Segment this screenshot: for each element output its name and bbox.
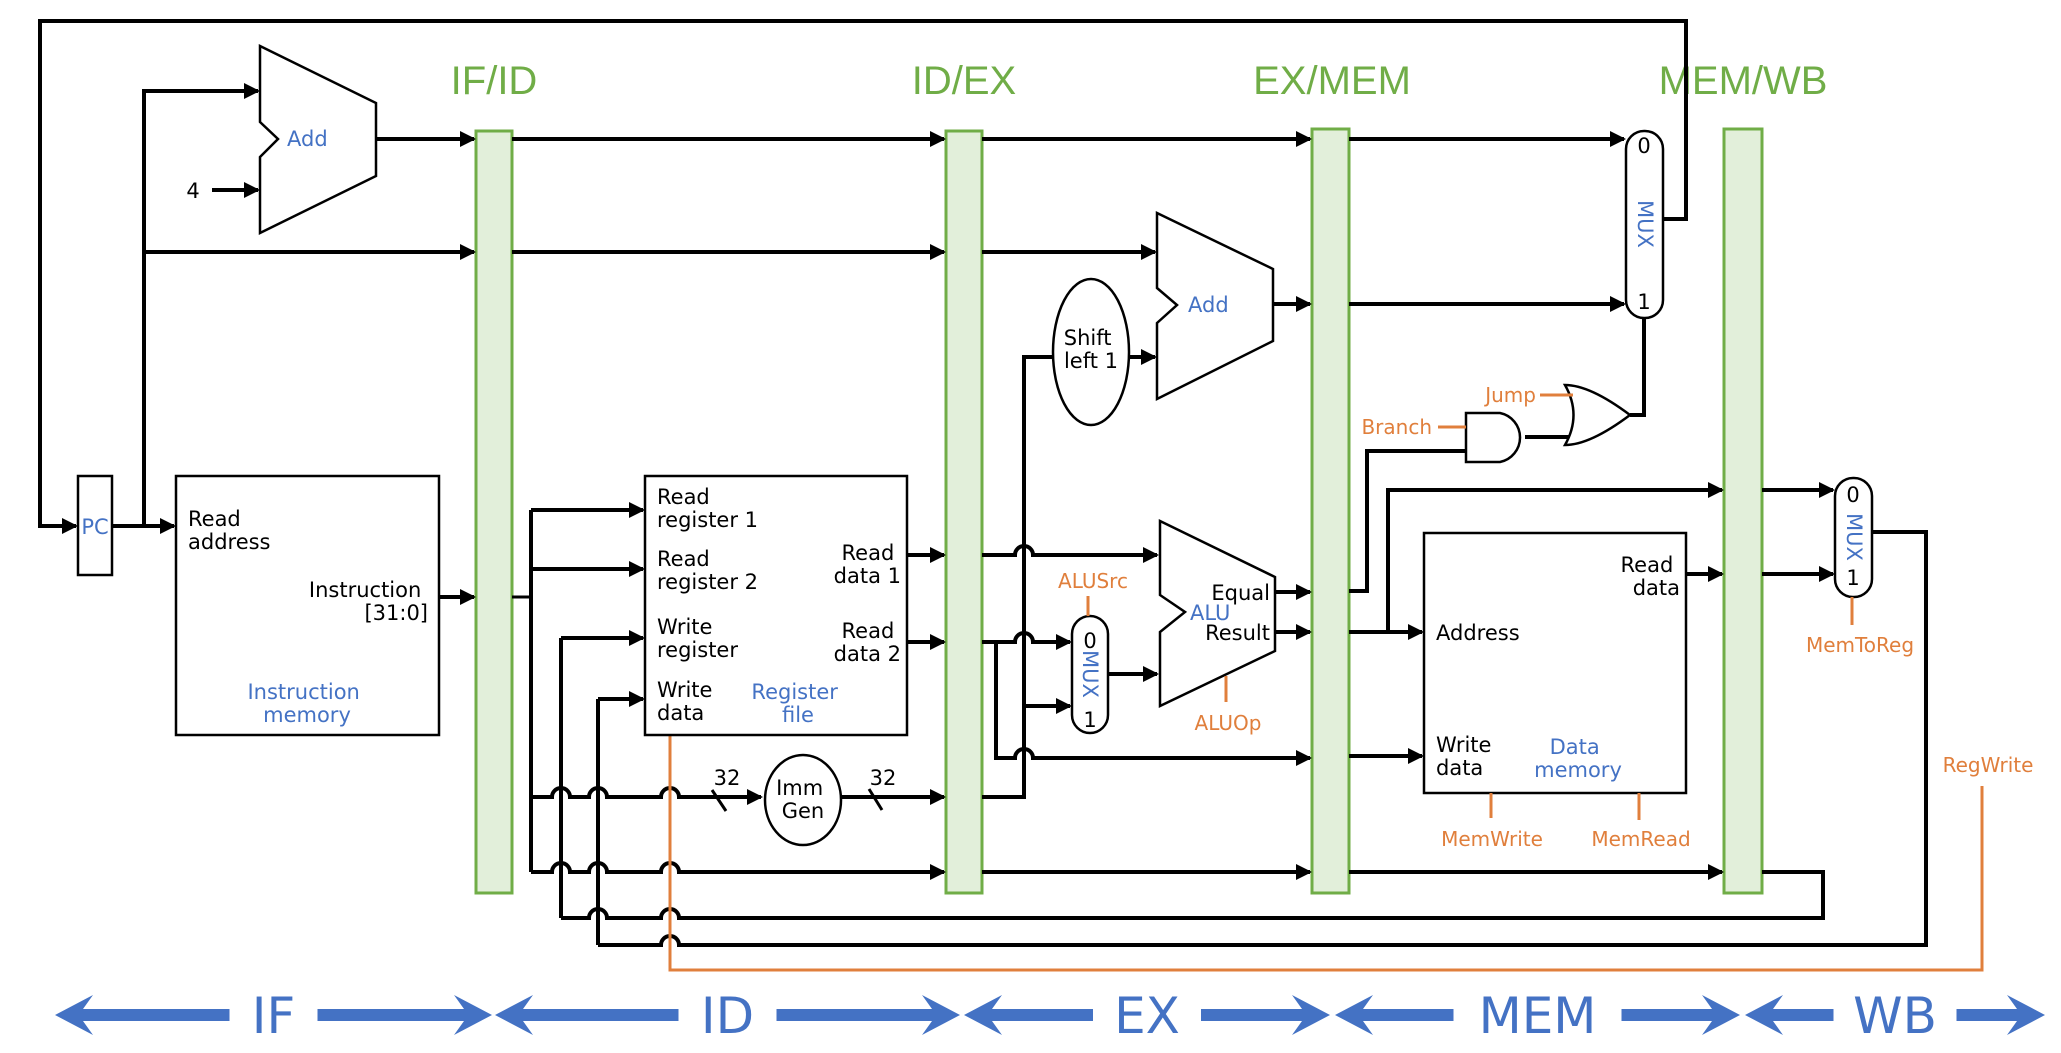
stage-arrow-left-ex bbox=[964, 995, 1093, 1035]
rf-read-register-1: Read register 1 bbox=[657, 485, 758, 532]
id-ex-register bbox=[944, 129, 984, 895]
pc-adder-label: Add bbox=[287, 127, 328, 151]
rf-read-data-2: Read data 2 bbox=[834, 619, 901, 666]
wb-mux-label: MUX bbox=[1842, 513, 1866, 561]
alu-mux-in1: 1 bbox=[1083, 708, 1096, 732]
bus-width-mark-in bbox=[710, 789, 728, 812]
stage-arrow-right-mem bbox=[1621, 995, 1740, 1035]
stage-arrow-right-ex bbox=[1201, 995, 1330, 1035]
rf-read-register-2: Read register 2 bbox=[657, 547, 758, 594]
dmem-title: Data memory bbox=[1534, 735, 1622, 782]
memtoreg-label: MemToReg bbox=[1806, 633, 1914, 657]
wire-equal-to-and bbox=[1349, 449, 1466, 593]
register-file bbox=[643, 474, 909, 737]
imem-instruction-label: Instruction [31:0] bbox=[309, 578, 428, 625]
stage-arrow-left-if bbox=[55, 995, 230, 1035]
alu-equal-label: Equal bbox=[1211, 581, 1270, 605]
stage-arrow-left-wb bbox=[1745, 995, 1834, 1035]
wire-writeback-data bbox=[598, 530, 1928, 947]
pc-adder bbox=[258, 43, 378, 236]
shift-left-1 bbox=[1051, 277, 1131, 427]
imm-gen bbox=[763, 753, 843, 847]
stage-label-id: ID bbox=[701, 987, 754, 1045]
pc-mux-in1: 1 bbox=[1637, 290, 1650, 314]
wire-imm-to-shift bbox=[982, 355, 1053, 799]
stage-indicator-row: IF ID EX MEM WB bbox=[55, 987, 2045, 1045]
stage-label-wb: WB bbox=[1853, 987, 1937, 1045]
alu-mux-label: MUX bbox=[1078, 650, 1102, 698]
pc-register bbox=[76, 474, 114, 577]
wb-mux-in1: 1 bbox=[1846, 566, 1859, 590]
alu bbox=[1158, 519, 1277, 708]
rf-write-data: Write data bbox=[657, 678, 719, 725]
imm-in-width: 32 bbox=[714, 766, 741, 790]
branch-adder-label: Add bbox=[1188, 293, 1229, 317]
wire-pcsrc bbox=[1630, 318, 1646, 417]
imm-out-width: 32 bbox=[870, 766, 897, 790]
stage-arrow-left-mem bbox=[1335, 995, 1454, 1035]
stage-arrow-right-id bbox=[776, 995, 960, 1035]
if-id-register bbox=[474, 129, 514, 895]
wire-read-data-2-to-exmem bbox=[994, 642, 1312, 766]
stage-label-mem: MEM bbox=[1479, 987, 1597, 1045]
mem-wb-label: MEM/WB bbox=[1659, 59, 1828, 103]
and-gate bbox=[1464, 411, 1522, 464]
stage-label-ex: EX bbox=[1114, 987, 1180, 1045]
rf-read-data-1: Read data 1 bbox=[834, 541, 901, 588]
dmem-address-label: Address bbox=[1436, 621, 1520, 645]
imem-title: Instruction memory bbox=[247, 680, 366, 727]
branch-adder bbox=[1155, 211, 1275, 402]
branch-label: Branch bbox=[1361, 415, 1432, 439]
ex-mem-register bbox=[1310, 127, 1351, 895]
wire-rd-to-idex bbox=[531, 861, 946, 880]
memread-label: MemRead bbox=[1591, 827, 1690, 851]
pc-mux-label: MUX bbox=[1633, 200, 1657, 248]
memwrite-label: MemWrite bbox=[1441, 827, 1543, 851]
or-gate bbox=[1562, 383, 1633, 447]
pc-label: PC bbox=[81, 515, 108, 539]
wb-mux-in0: 0 bbox=[1846, 483, 1859, 507]
alu-label: ALU bbox=[1190, 601, 1230, 625]
wire-pc-to-adder bbox=[142, 83, 260, 526]
regwrite-label: RegWrite bbox=[1943, 753, 2034, 777]
wire-writeback-register bbox=[561, 870, 1825, 920]
imem-read-address-label: Read address bbox=[188, 507, 271, 554]
wire-alu-result-to-memwb bbox=[1386, 482, 1724, 632]
ex-mem-label: EX/MEM bbox=[1253, 59, 1411, 103]
bus-width-mark-out bbox=[867, 788, 884, 811]
wire-regwrite bbox=[668, 735, 1984, 972]
mem-wb-register bbox=[1722, 127, 1764, 895]
instruction-memory bbox=[174, 474, 441, 737]
alu-result-label: Result bbox=[1205, 621, 1270, 645]
stage-label-if: IF bbox=[252, 987, 296, 1045]
wire-next-pc bbox=[38, 19, 1688, 534]
wire-alu-input-a bbox=[982, 544, 1159, 563]
pc-mux-in0: 0 bbox=[1637, 134, 1650, 158]
data-memory bbox=[1422, 531, 1688, 795]
shift-left-label: Shift left 1 bbox=[1064, 326, 1118, 373]
stage-arrow-right-wb bbox=[1956, 995, 2045, 1035]
dmem-read-data-label: Read data bbox=[1621, 553, 1680, 600]
stage-arrow-right-if bbox=[317, 995, 492, 1035]
pipeline-registers: IF/ID ID/EX EX/MEM MEM/WB bbox=[451, 59, 1828, 895]
rf-write-register: Write register bbox=[657, 615, 738, 662]
alu-mux-in0: 0 bbox=[1083, 629, 1096, 653]
dmem-write-data-label: Write data bbox=[1436, 733, 1498, 780]
wire-alu-mux-in0 bbox=[982, 631, 1072, 650]
const-four: 4 bbox=[186, 179, 199, 203]
alusrc-label: ALUSrc bbox=[1058, 569, 1128, 593]
rf-title: Register file bbox=[751, 680, 844, 727]
if-id-label: IF/ID bbox=[451, 59, 538, 103]
aluop-label: ALUOp bbox=[1195, 711, 1262, 735]
imm-gen-label: Imm Gen bbox=[776, 776, 830, 823]
jump-label: Jump bbox=[1483, 383, 1536, 407]
id-ex-label: ID/EX bbox=[912, 59, 1016, 103]
stage-arrow-left-id bbox=[495, 995, 679, 1035]
